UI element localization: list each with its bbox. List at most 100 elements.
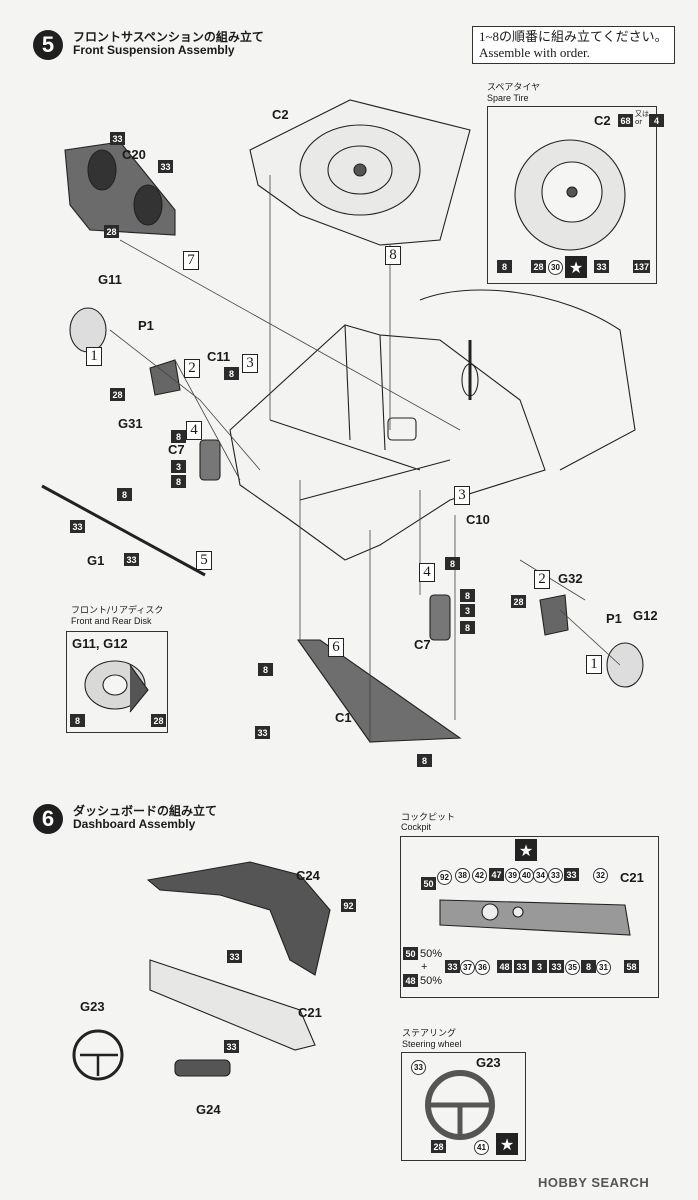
upright-g32 <box>539 594 569 636</box>
assembly-order-note-en: Assemble with order. <box>479 45 590 60</box>
paint-8-c7c: 8 <box>460 589 475 602</box>
mix-row-a: 50 50% <box>403 947 442 960</box>
order-6: 6 <box>328 638 344 657</box>
disk-g11 <box>69 307 107 353</box>
steering-inset <box>401 1052 526 1161</box>
order-4-left: 4 <box>186 421 202 440</box>
part-g32: G32 <box>558 571 583 586</box>
paint-41: 41 <box>474 1140 489 1155</box>
paint-4: 4 <box>649 114 664 127</box>
steering-caption-ja: ステアリング <box>402 1029 457 1039</box>
paint-39: 39 <box>505 868 520 883</box>
part-g12: G12 <box>633 608 658 623</box>
chassis-frame <box>229 324 546 561</box>
paint-8-spare: 8 <box>497 260 512 273</box>
order-3-left: 3 <box>242 354 258 373</box>
disk-g12 <box>606 642 644 688</box>
paint-33-cockpit-c: 33 <box>445 960 460 973</box>
paint-33-spare: 33 <box>594 260 609 273</box>
paint-28-c20: 28 <box>104 225 119 238</box>
part-g11: G11 <box>98 272 122 287</box>
paint-33-cockpit-a: 33 <box>548 868 563 883</box>
part-c7-right: C7 <box>414 637 431 652</box>
cockpit-caption-en: Cockpit <box>401 822 432 832</box>
paint-28-spare: 28 <box>531 260 546 273</box>
paint-42: 42 <box>472 868 487 883</box>
order-1-right: 1 <box>586 655 602 674</box>
paint-8-c1a: 8 <box>258 663 273 676</box>
disk-caption-ja: フロント/リアディスク <box>71 606 164 616</box>
paint-8-c7b: 8 <box>171 475 186 488</box>
cockpit-inset <box>400 836 659 998</box>
paint-33-g24: 33 <box>224 1040 239 1053</box>
order-8: 8 <box>385 246 401 265</box>
mix-b-percent: 50% <box>420 974 443 987</box>
disk-caption-en: Front and Rear Disk <box>71 616 152 626</box>
paint-37: 37 <box>460 960 475 975</box>
assembly-order-note: 1~8の順番に組み立てください。 Assemble with order. <box>472 26 675 64</box>
step-5-title-ja: フロントサスペンションの組み立て <box>73 30 264 44</box>
part-c2: C2 <box>272 107 289 122</box>
spare-tire-part-label: C2 <box>594 113 611 128</box>
or-note-en: or <box>635 118 643 126</box>
order-3-right: 3 <box>454 486 470 505</box>
steering-g23 <box>72 1029 124 1081</box>
part-c1: C1 <box>335 710 352 725</box>
paint-3-cockpit: 3 <box>532 960 547 973</box>
paint-8-c7a: 8 <box>171 430 186 443</box>
paint-40: 40 <box>519 868 534 883</box>
star-icon: ★ <box>515 839 537 861</box>
paint-33-c20b: 33 <box>158 160 173 173</box>
step-6-title-en: Dashboard Assembly <box>73 817 196 831</box>
paint-8-g1: 8 <box>117 488 132 501</box>
disk-inset <box>66 631 168 733</box>
paint-48: 48 <box>497 960 512 973</box>
paint-8-c7d: 8 <box>460 621 475 634</box>
paint-92-cockpit: 92 <box>437 870 452 885</box>
part-p1-left: P1 <box>138 318 154 333</box>
paint-30: 30 <box>548 260 563 275</box>
step-6-title-ja: ダッシュボードの組み立て <box>73 804 218 818</box>
step-6-number: 6 <box>41 806 55 831</box>
part-c20: C20 <box>122 147 146 162</box>
paint-34: 34 <box>533 868 548 883</box>
step-5-title-en: Front Suspension Assembly <box>73 43 235 57</box>
paint-33-c1: 33 <box>255 726 270 739</box>
column-g24 <box>174 1059 231 1077</box>
or-note: 又は or <box>635 110 649 126</box>
step-5-badge: 5 <box>33 30 63 60</box>
star-icon: ★ <box>496 1133 518 1155</box>
paint-33-steering: 33 <box>411 1060 426 1075</box>
cockpit-part-label: C21 <box>620 870 644 885</box>
paint-8-disk: 8 <box>70 714 85 727</box>
order-5: 5 <box>196 551 212 570</box>
star-icon: ★ <box>565 256 587 278</box>
paint-36: 36 <box>475 960 490 975</box>
paint-33-cockpit-e: 33 <box>549 960 564 973</box>
spare-tire-caption-ja: スペアタイヤ <box>487 83 541 93</box>
paint-137: 137 <box>633 260 651 273</box>
shock-c7-left <box>199 439 221 481</box>
part-c7-left: C7 <box>168 442 185 457</box>
paint-28-steering: 28 <box>431 1140 446 1153</box>
panel-c21 <box>149 959 316 1051</box>
part-p1-right: P1 <box>606 611 622 626</box>
paint-8-c1b: 8 <box>417 754 432 767</box>
spare-tire-caption-en: Spare Tire <box>487 93 529 103</box>
paint-48-mix: 48 <box>403 974 418 987</box>
shock-c7-right <box>429 594 451 641</box>
paint-33-cockpit-b: 33 <box>564 868 579 881</box>
paint-35: 35 <box>565 960 580 975</box>
spare-tire-inset <box>487 106 657 284</box>
upright-g31 <box>149 359 181 396</box>
paint-68: 68 <box>618 114 633 127</box>
paint-92: 92 <box>341 899 356 912</box>
mix-plus: + <box>421 961 428 973</box>
part-g23: G23 <box>80 999 105 1014</box>
paint-31: 31 <box>596 960 611 975</box>
paint-50: 50 <box>421 877 436 890</box>
paint-3-c7r: 3 <box>460 604 475 617</box>
mix-row-b: 48 50% <box>403 974 442 987</box>
order-2-left: 2 <box>184 359 200 378</box>
